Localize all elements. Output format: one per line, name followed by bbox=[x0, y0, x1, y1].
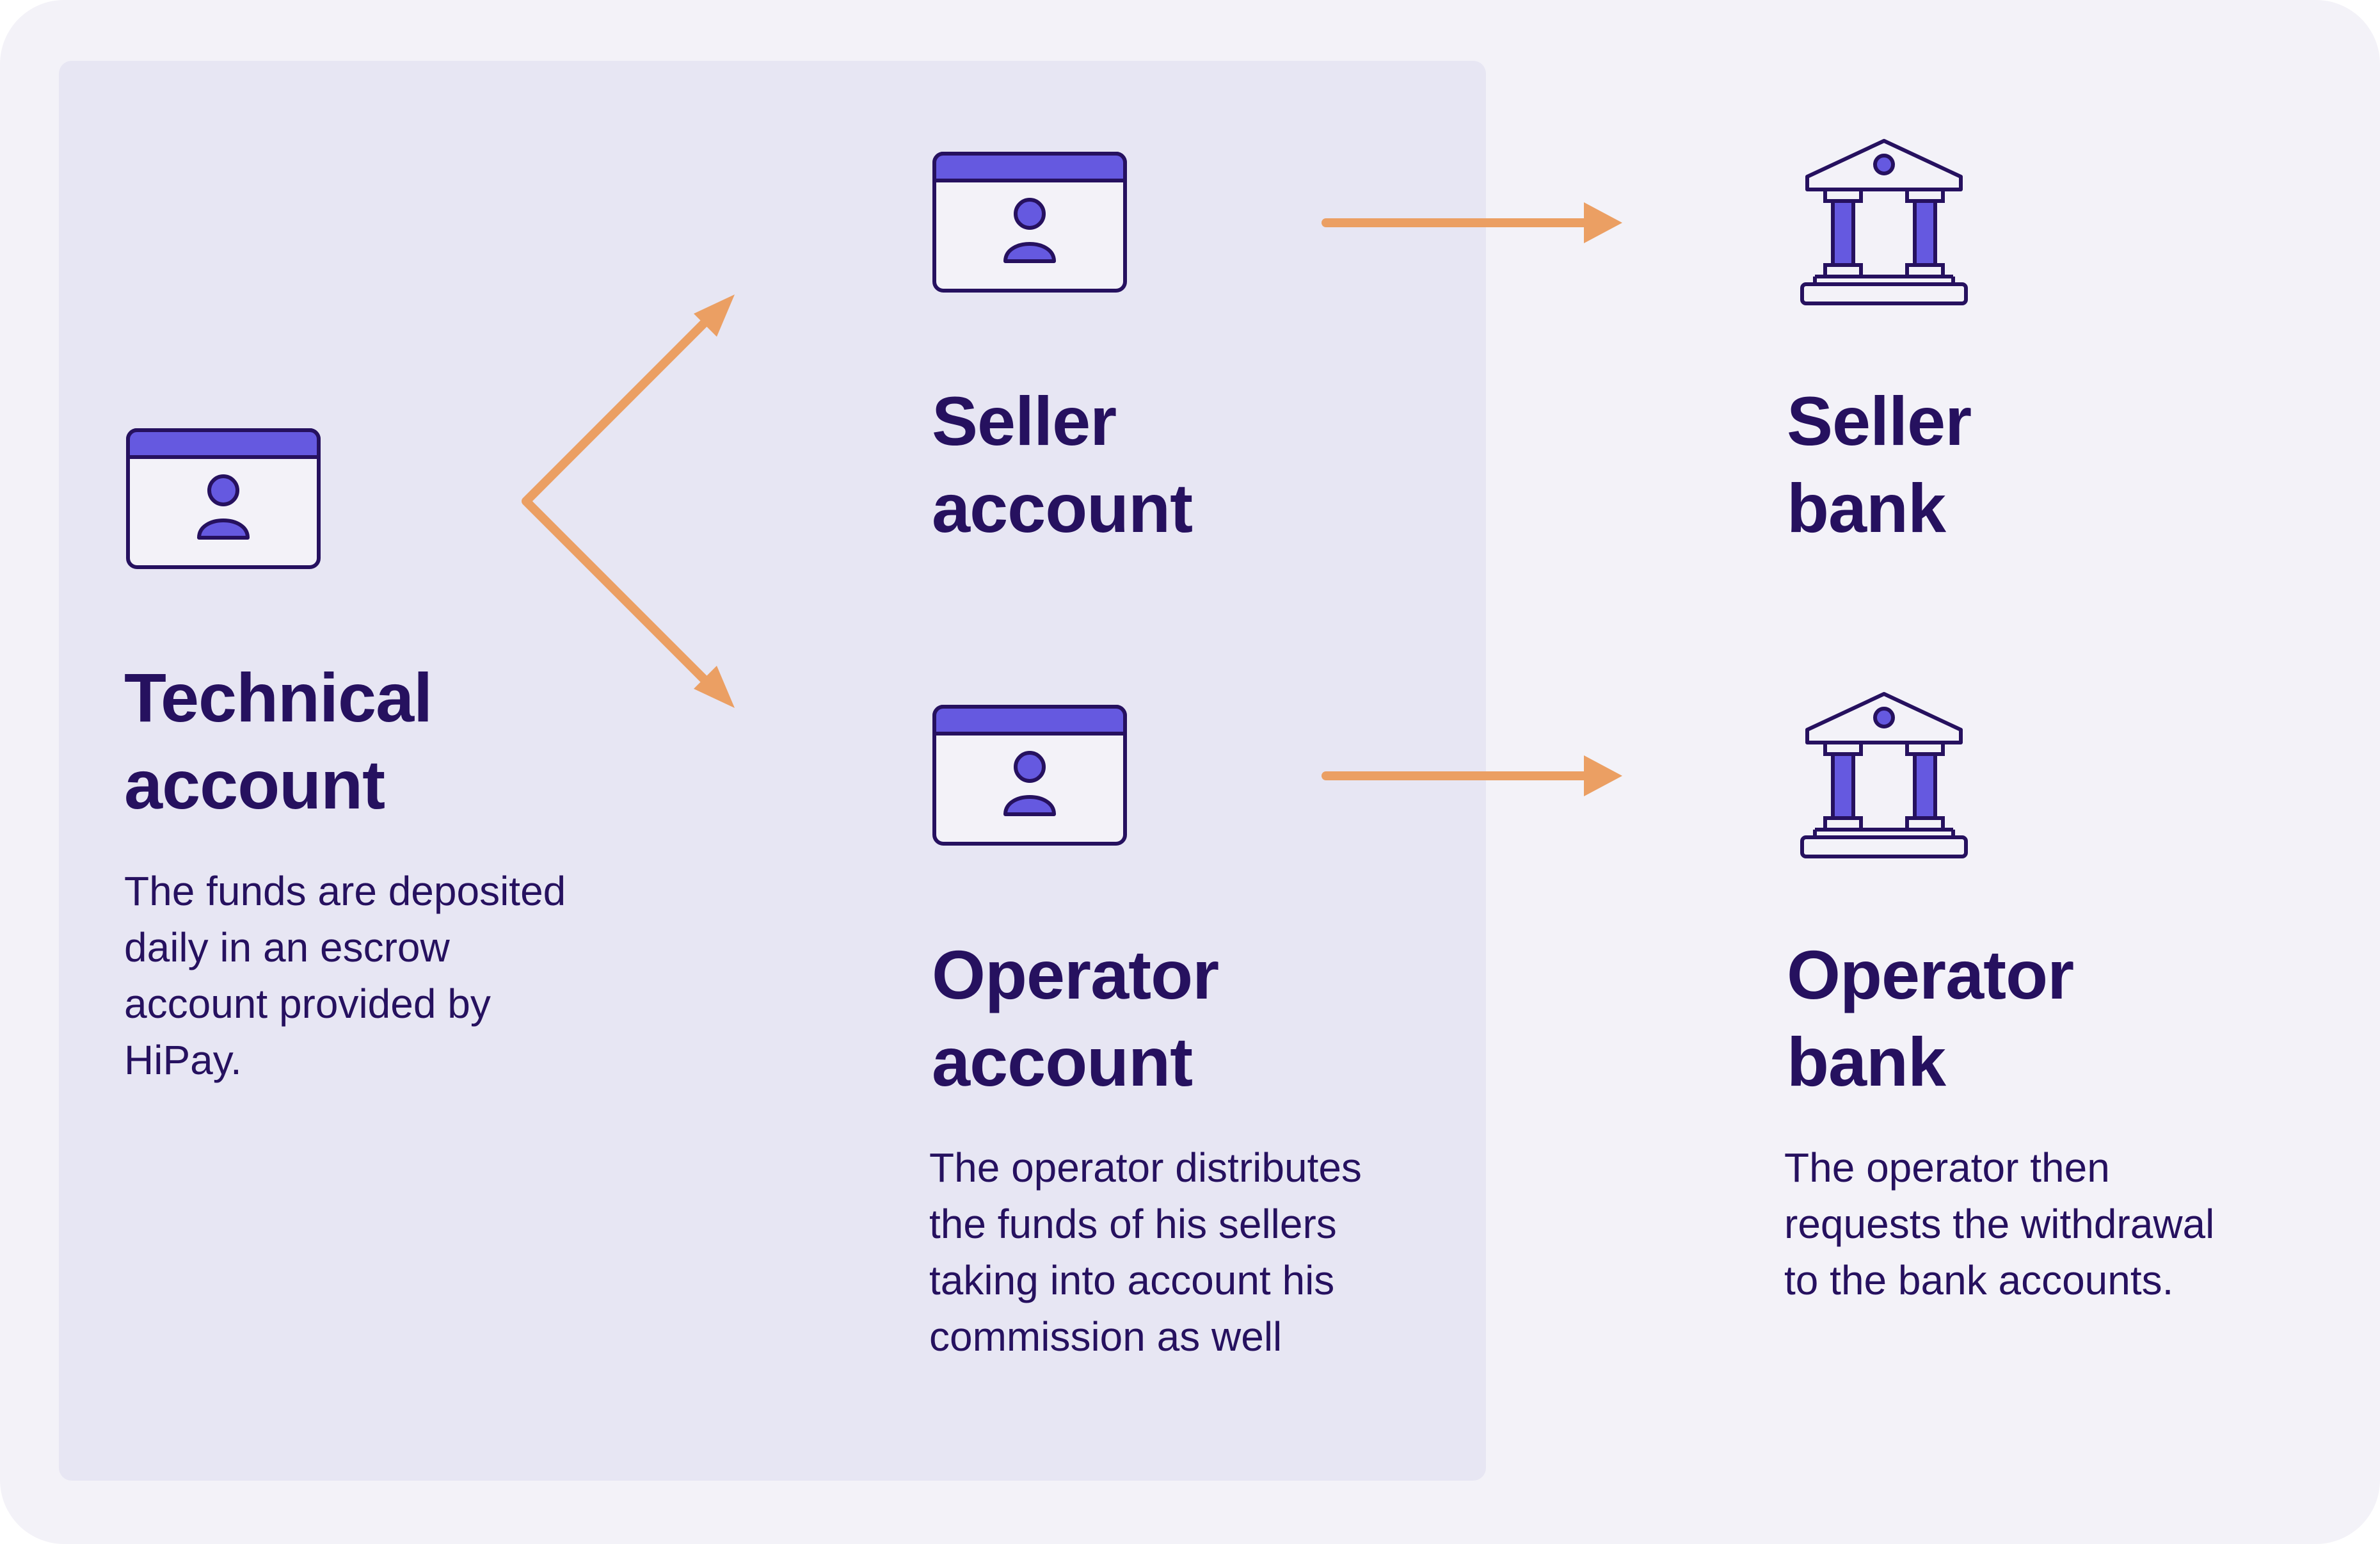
split-arrow-head-down bbox=[694, 666, 735, 708]
operator-bank-description: The operator then requests the withdrawa… bbox=[1784, 1145, 2215, 1303]
operator-bank-title: Operator bank bbox=[1787, 936, 2074, 1100]
escrow-panel bbox=[59, 61, 1486, 1481]
operator-account-title: Operator account bbox=[932, 936, 1219, 1100]
seller-account-card-icon bbox=[932, 152, 1127, 293]
seller-account-title: Seller account bbox=[932, 382, 1193, 547]
split-arrow-lines bbox=[522, 309, 718, 693]
operator-bank-icon bbox=[1800, 692, 1968, 858]
technical-account-card-icon bbox=[126, 428, 321, 569]
operator-account-description: The operator distributes the funds of hi… bbox=[929, 1145, 1362, 1360]
arrow-operator-head bbox=[1584, 755, 1622, 796]
split-arrow-head-up bbox=[694, 294, 735, 337]
arrow-seller-head bbox=[1584, 202, 1622, 243]
operator-account-card-icon bbox=[932, 705, 1127, 846]
technical-account-description: The funds are deposited daily in an escr… bbox=[124, 868, 566, 1083]
seller-bank-title: Seller bank bbox=[1787, 382, 1972, 547]
technical-account-title: Technical account bbox=[124, 659, 433, 823]
seller-bank-icon bbox=[1800, 139, 1968, 305]
